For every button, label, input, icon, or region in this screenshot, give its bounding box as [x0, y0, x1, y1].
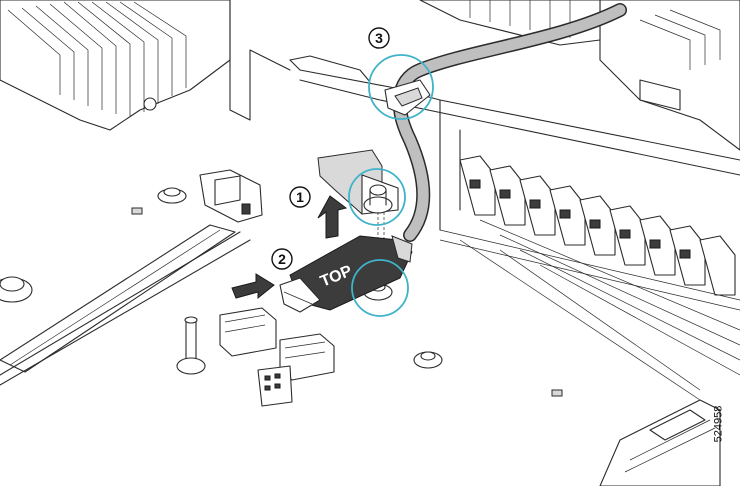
cable-clip — [384, 79, 431, 116]
usb-c-connector: TOP — [279, 235, 413, 313]
standoff — [0, 187, 563, 397]
right-arrow-icon — [231, 273, 275, 300]
chassis-rail — [229, 0, 740, 231]
top-right-component — [599, 0, 740, 151]
callout-3: 3 — [368, 27, 390, 49]
clip-highlight — [368, 54, 434, 120]
figure-number: 524958 — [712, 405, 725, 443]
slot-latch — [199, 169, 263, 223]
dimm-slot-row — [439, 155, 740, 401]
mini-connectors — [219, 307, 335, 407]
callout-1: 1 — [289, 186, 311, 208]
svg-text:1: 1 — [296, 189, 304, 205]
standoff-highlight — [351, 259, 409, 317]
svg-text:2: 2 — [278, 251, 286, 267]
cable — [392, 3, 627, 242]
guide-pin — [176, 316, 206, 375]
long-dimm-slot — [0, 224, 251, 386]
highlight-circles — [348, 54, 434, 317]
figure-id: 524958 — [712, 396, 736, 456]
heat-sink — [0, 0, 231, 131]
svg-text:3: 3 — [375, 30, 383, 46]
bottom-right-connector — [599, 399, 721, 486]
connector-bracket — [317, 149, 399, 215]
up-arrow-icon — [317, 195, 348, 239]
callout-2: 2 — [271, 248, 293, 270]
bracket-highlight — [348, 168, 406, 226]
